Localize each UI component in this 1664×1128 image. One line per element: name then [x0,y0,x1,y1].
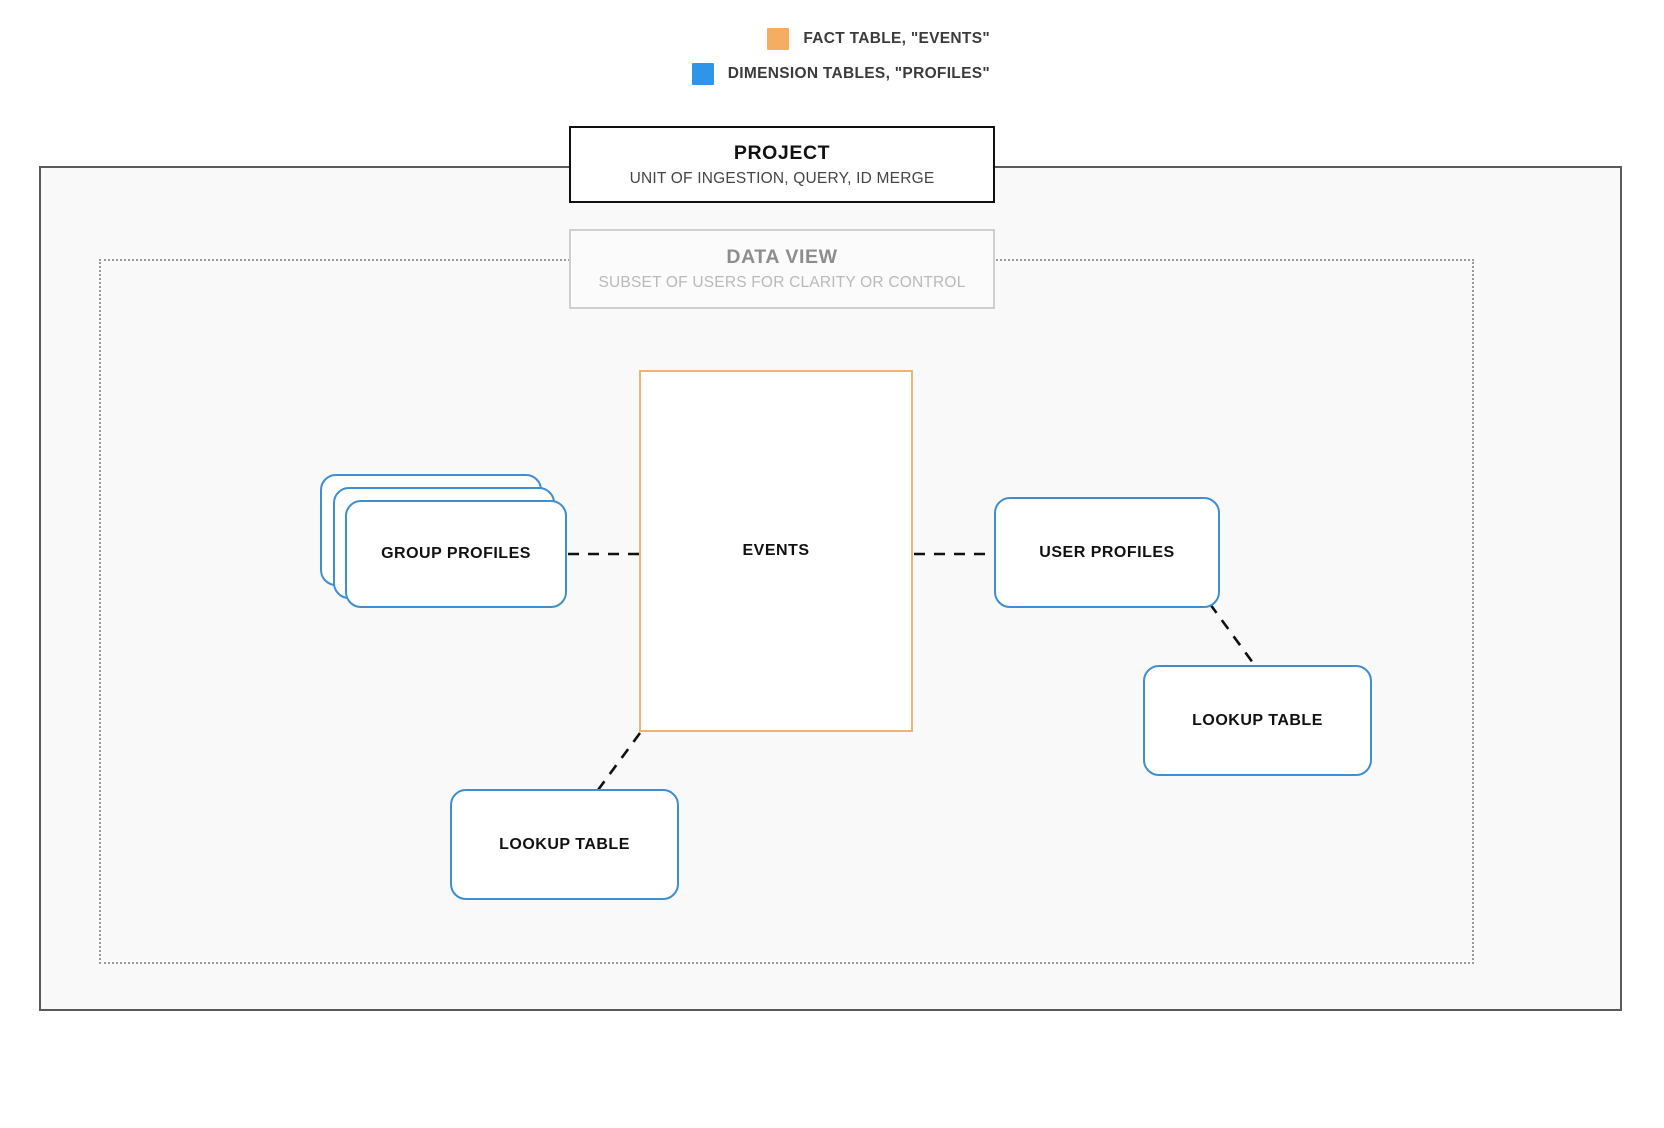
node-group-profiles[interactable]: GROUP PROFILES [345,500,567,608]
node-lookup-table-left-label: LOOKUP TABLE [499,835,630,853]
node-lookup-table-right[interactable]: LOOKUP TABLE [1143,665,1372,776]
fact-table-swatch [767,28,790,50]
data-view-subtitle: SUBSET OF USERS FOR CLARITY OR CONTROL [598,274,966,291]
node-user-profiles-label: USER PROFILES [1039,543,1175,561]
node-user-profiles[interactable]: USER PROFILES [994,497,1220,608]
legend-label-dimension-tables: DIMENSION TABLES, "PROFILES" [727,65,990,82]
node-events-label: EVENTS [742,542,810,559]
project-header-box[interactable]: PROJECT UNIT OF INGESTION, QUERY, ID MER… [569,126,995,203]
node-events[interactable]: EVENTS [639,370,913,732]
legend: FACT TABLE, "EVENTS" DIMENSION TABLES, "… [0,28,990,98]
node-lookup-table-right-label: LOOKUP TABLE [1192,711,1323,729]
node-lookup-table-left[interactable]: LOOKUP TABLE [450,789,679,900]
data-view-header-box[interactable]: DATA VIEW SUBSET OF USERS FOR CLARITY OR… [569,229,995,309]
data-view-title: DATA VIEW [726,246,838,268]
legend-item-dimension-tables: DIMENSION TABLES, "PROFILES" [691,63,990,85]
legend-item-fact-table: FACT TABLE, "EVENTS" [767,28,990,50]
project-subtitle: UNIT OF INGESTION, QUERY, ID MERGE [629,169,935,187]
dimension-tables-swatch [691,63,714,85]
node-group-profiles-label: GROUP PROFILES [381,545,531,562]
legend-label-fact-table: FACT TABLE, "EVENTS" [803,30,990,47]
project-title: PROJECT [733,141,831,164]
